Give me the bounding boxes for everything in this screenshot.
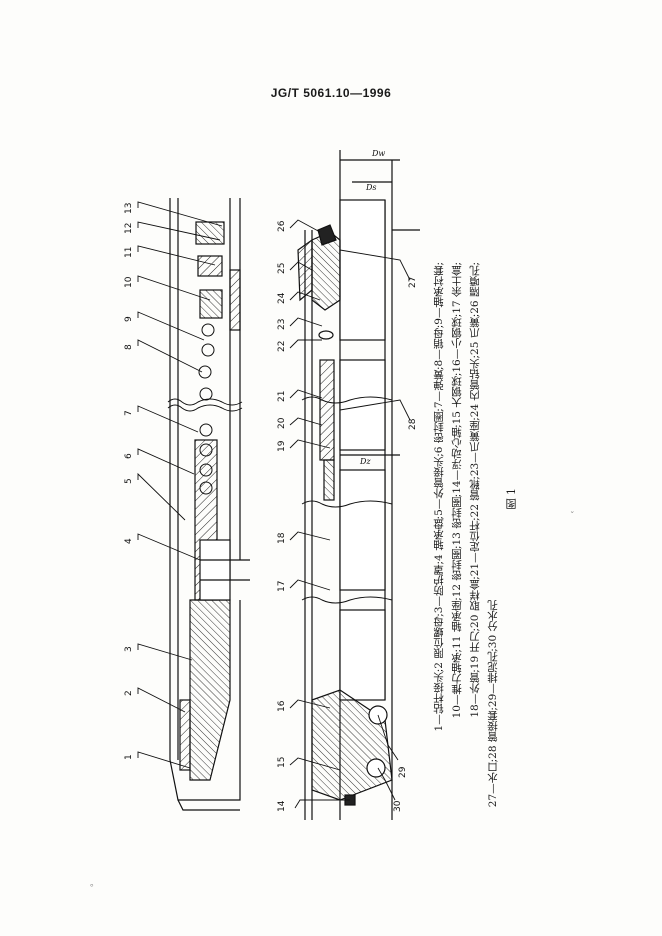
upper-section [167,198,250,811]
part-number: 8 [124,344,134,350]
part-number: 18 [277,532,287,544]
part-number: 11 [124,247,134,258]
dimension-label-dw: Dw [371,149,385,158]
part-number: 25 [277,263,287,274]
figure-title: 图 1 [505,488,518,510]
part-number: 10 [124,276,134,288]
legend-line-1: 1—钻杆接头;2 限位螺母;3—防护罩;4 轴承盘;5—外管接头;6 密封圈;7… [433,262,445,732]
part-number: 30 [393,800,403,812]
page-mark: ˇ [570,512,575,522]
lower-part-numbers: 14 15 16 17 18 19 20 21 22 23 24 25 26 2… [277,220,418,812]
part-number: 26 [277,220,287,232]
part-number: 2 [124,690,134,696]
lower-leaders [289,219,411,809]
part-number: 28 [408,418,418,430]
part-number: 23 [277,319,287,330]
part-number: 27 [408,277,418,288]
upper-part-numbers: 1 2 3 4 5 6 7 8 9 10 11 12 13 [124,203,134,760]
legend-line-2: 10—推力轴承;11 轴承座;12 密封圈;13 密封圈;14—浮动心轴;15 … [451,262,463,719]
part-number: 24 [277,292,287,304]
part-number: 21 [277,391,287,402]
part-number: 1 [124,754,134,760]
part-number: 13 [124,203,134,214]
part-number: 22 [277,341,287,352]
part-number: 14 [277,800,287,812]
part-number: 19 [277,440,287,452]
part-number: 4 [124,538,134,544]
part-number: 5 [124,478,134,484]
part-number: 20 [277,417,287,429]
dimension-label-dz: Dz [359,457,371,466]
margin-mark: 。 [90,879,100,889]
dimension-label-ds: Ds [365,183,377,192]
page-header: JG/T 5061.10—1996 [270,86,392,100]
part-number: 16 [277,700,287,712]
part-number: 3 [124,646,134,652]
part-number: 9 [124,316,134,322]
part-number: 6 [124,453,134,459]
legend-line-4: 27—水口;28 管接套;29—排泥孔;30 分水孔 [487,600,499,808]
part-number: 17 [277,581,287,592]
dimension-labels: Dw Ds Dz [359,149,385,466]
upper-leaders [137,201,223,769]
part-number: 15 [277,757,287,768]
part-number: 7 [124,410,134,416]
lower-section [297,150,420,820]
part-number: 12 [124,223,134,234]
part-number: 29 [398,766,408,778]
legend-line-3: 18—外管;19 开刀;20 取样盒;21—定位杆;22 管靴;23—爪簧座;2… [469,262,481,718]
